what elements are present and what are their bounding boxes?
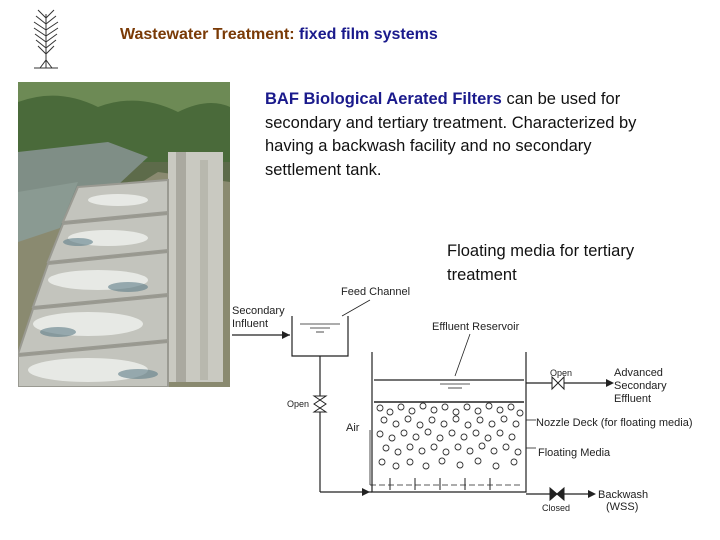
treatment-plant-photo (18, 82, 230, 387)
label-nozzle-deck: Nozzle Deck (for floating media) (536, 417, 693, 429)
description-text: can be used for secondary and tertiary t… (265, 90, 637, 179)
closed-valve (549, 486, 565, 502)
label-effluent-reservoir: Effluent Reservoir (432, 321, 520, 333)
description-paragraph: BAF Biological Aerated Filters can be us… (265, 88, 665, 182)
feed-channel-tank (291, 316, 349, 357)
label-feed-channel: Feed Channel (341, 286, 410, 298)
label-backwash: Backwash (598, 489, 648, 501)
open-valve-top (551, 375, 565, 391)
label-air: Air (346, 422, 360, 434)
wheat-plant-icon (33, 9, 59, 69)
slide-title: Wastewater Treatment: fixed film systems (120, 26, 438, 44)
label-floating-media: Floating Media (538, 447, 611, 459)
label-influent: Influent (232, 318, 268, 330)
label-closed: Closed (542, 503, 570, 513)
title-part-1: Wastewater Treatment: (120, 26, 295, 43)
reactor-tank (371, 352, 527, 493)
label-secondary: Secondary (232, 305, 285, 317)
title-part-2: fixed film systems (294, 26, 438, 43)
floating-media-caption: Floating media for tertiary treatment (447, 242, 635, 284)
baf-process-diagram: Feed Channel Secondary Influent Effluent… (232, 286, 693, 513)
label-wss: (WSS) (606, 501, 638, 513)
label-secondary-2: Secondary (614, 380, 667, 392)
open-valve-left (312, 395, 328, 413)
label-open-left: Open (287, 399, 309, 409)
label-effluent: Effluent (614, 393, 651, 405)
label-advanced: Advanced (614, 367, 663, 379)
baf-highlight: BAF Biological Aerated Filters (265, 90, 502, 108)
label-open-top: Open (550, 368, 572, 378)
